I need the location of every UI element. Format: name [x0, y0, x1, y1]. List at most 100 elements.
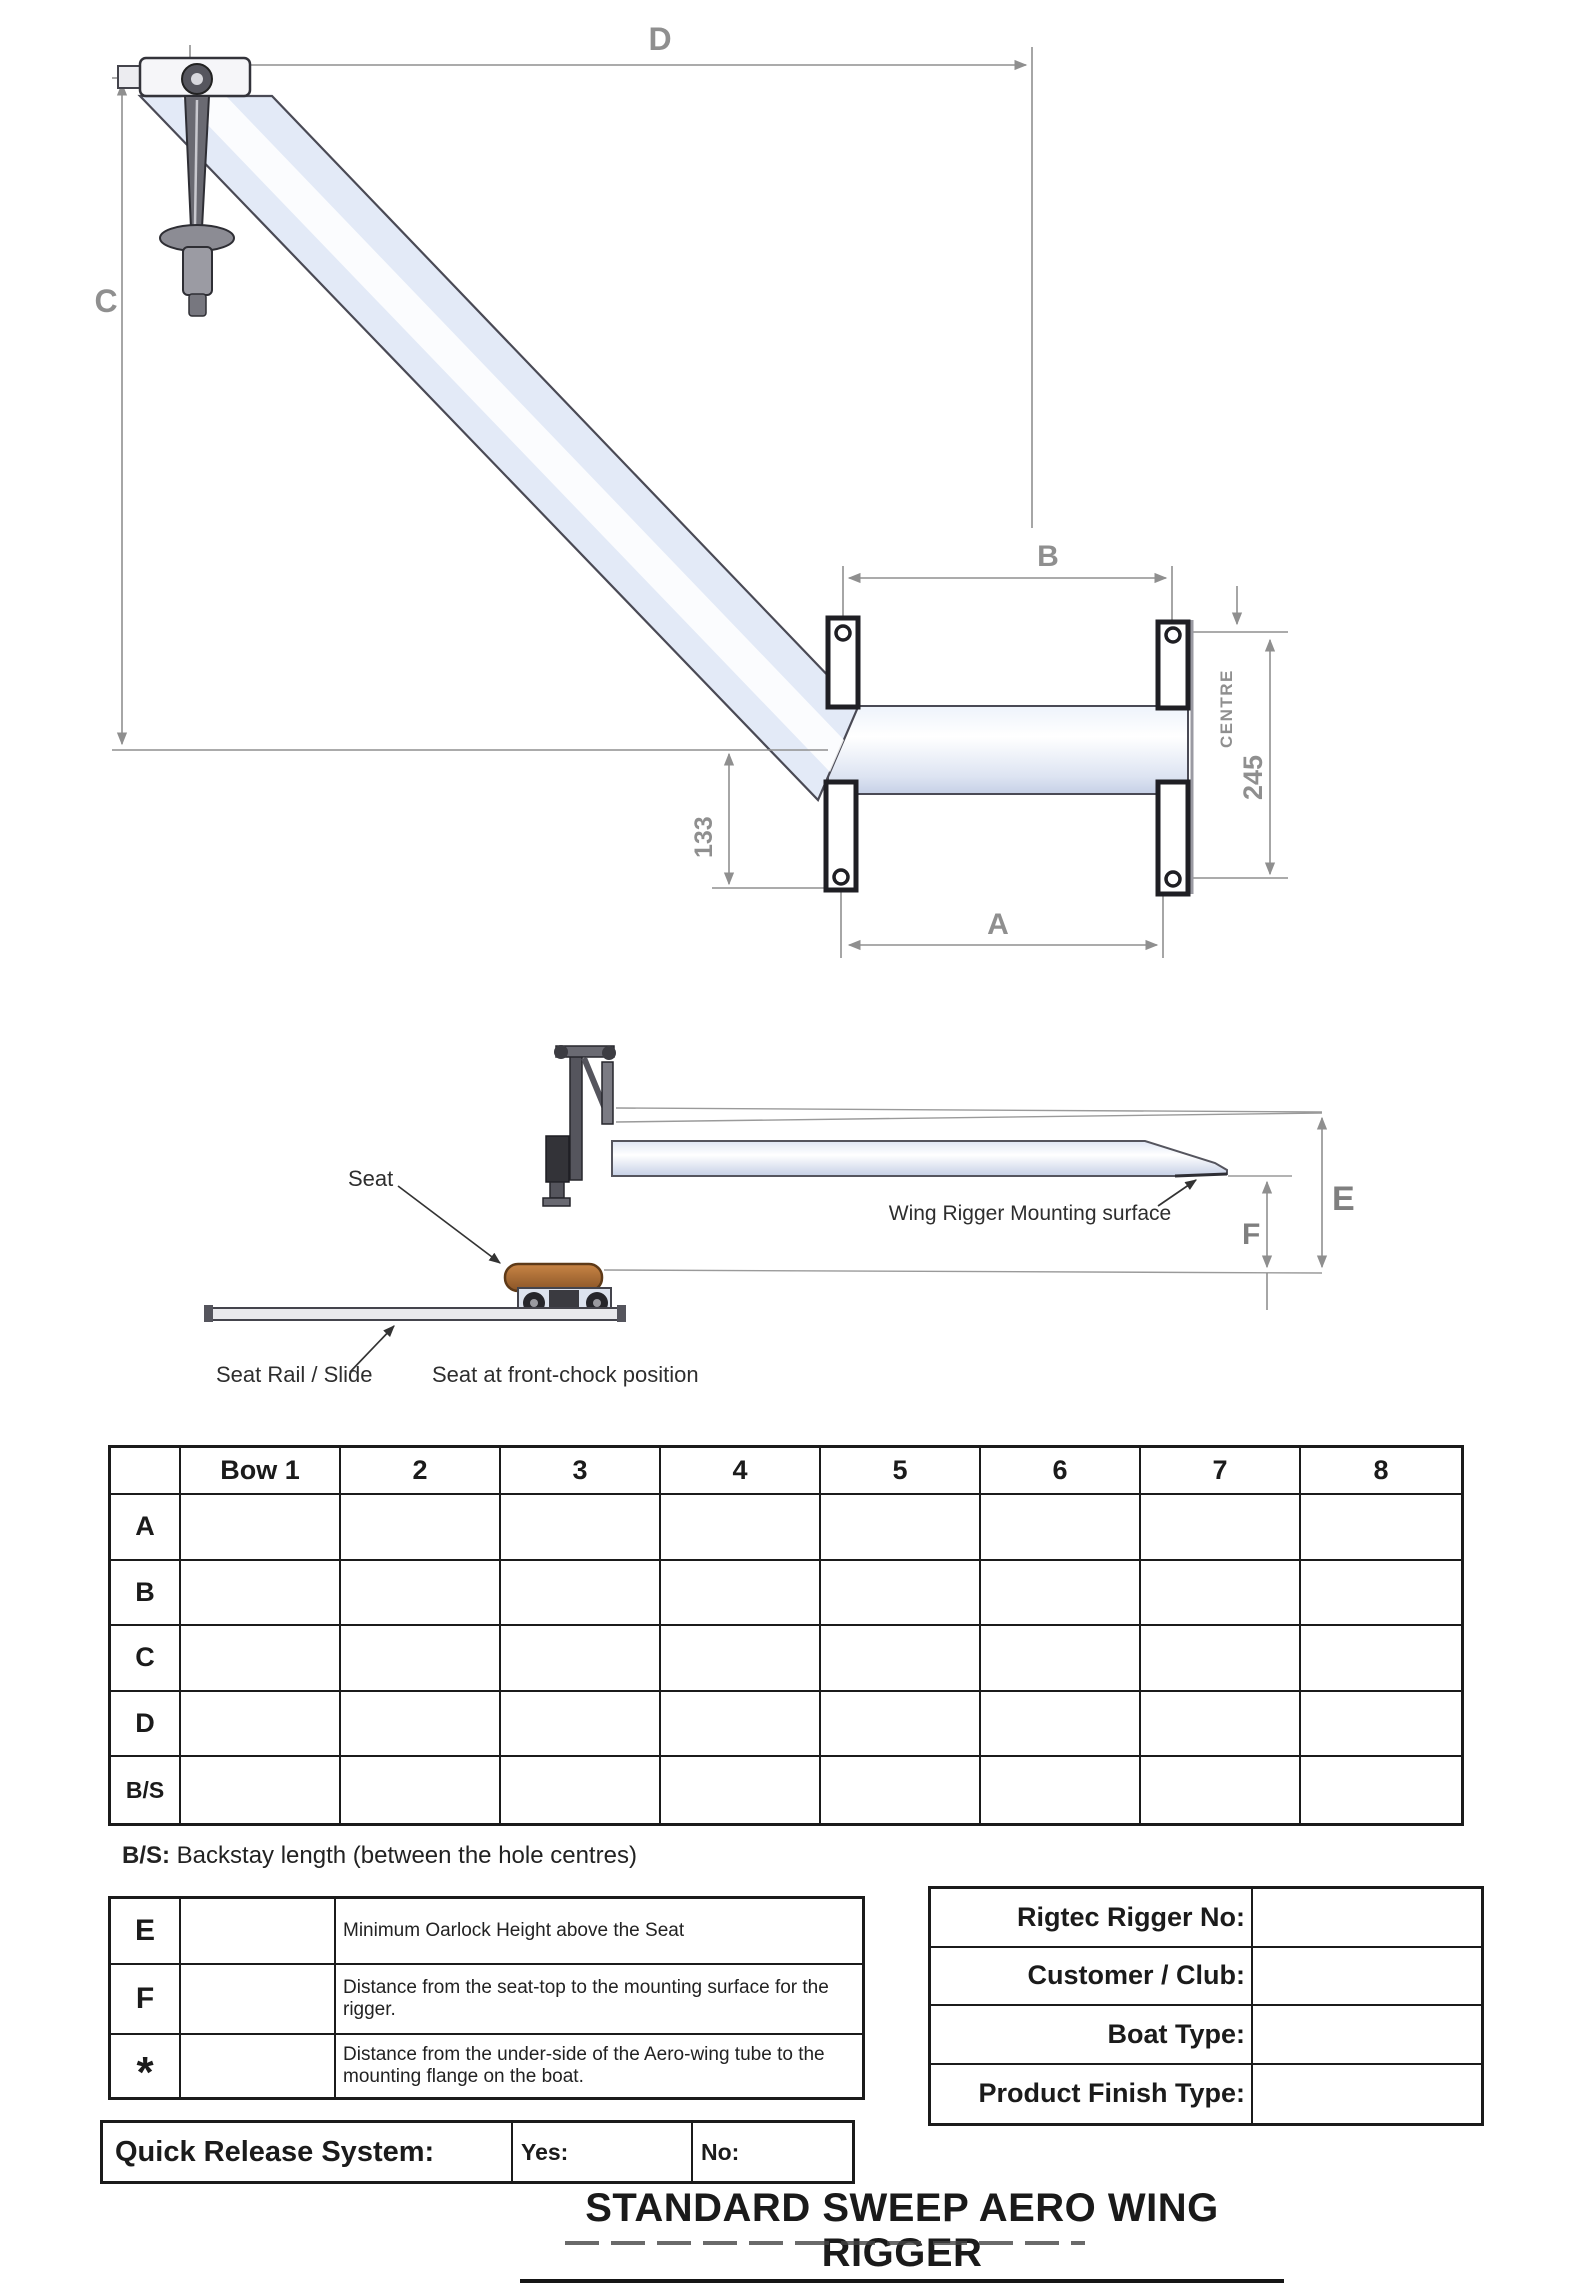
measurement-cell[interactable]	[661, 1560, 821, 1627]
measurement-cell[interactable]	[661, 1691, 821, 1758]
dim-e-label: E	[1332, 1180, 1355, 1218]
rigger-front-view-drawing: D C B A 133 245 CENTRE	[94, 21, 1288, 958]
measurement-cell[interactable]	[1141, 1626, 1301, 1692]
cutoff-footer-text	[565, 2241, 1085, 2245]
measurement-cell[interactable]	[341, 1757, 501, 1823]
order-label-rigger-no: Rigtec Rigger No:	[931, 1889, 1253, 1948]
measurement-cell[interactable]	[501, 1691, 661, 1758]
order-value-cell[interactable]	[1253, 1889, 1481, 1948]
order-label-boat-type: Boat Type:	[931, 2006, 1253, 2065]
measurement-cell[interactable]	[821, 1495, 981, 1561]
measurement-cell[interactable]	[1141, 1757, 1301, 1823]
measurement-cell[interactable]	[341, 1691, 501, 1758]
measurement-cell[interactable]	[1301, 1626, 1461, 1692]
row-header-B: B	[111, 1560, 181, 1627]
col-header: 6	[981, 1448, 1141, 1495]
col-header: 4	[661, 1448, 821, 1495]
measurement-cell[interactable]	[181, 1560, 341, 1627]
dim-f-label: F	[1242, 1218, 1260, 1251]
no-label: No:	[701, 2138, 740, 2165]
order-form: Rigtec Rigger No: Customer / Club: Boat …	[928, 1886, 1484, 2126]
measurement-cell[interactable]	[981, 1757, 1141, 1823]
seat-rail	[209, 1307, 621, 1321]
dimension-lines	[112, 45, 1288, 958]
measurement-cell[interactable]	[981, 1626, 1141, 1692]
measurement-cell[interactable]	[821, 1560, 981, 1627]
spec-value-cell[interactable]	[181, 1899, 336, 1965]
measurement-cell[interactable]	[501, 1626, 661, 1692]
oarlock-assembly-side	[542, 1045, 616, 1207]
leader-lines	[349, 1179, 1197, 1373]
order-value-cell[interactable]	[1253, 1947, 1481, 2006]
aero-wing-tube	[137, 94, 860, 802]
measurement-cell[interactable]	[501, 1560, 661, 1627]
row-header-A: A	[111, 1495, 181, 1561]
row-header-D: D	[111, 1691, 181, 1758]
seat-rail-label: Seat Rail / Slide	[216, 1362, 373, 1387]
measurement-cell[interactable]	[661, 1495, 821, 1561]
measurement-cell[interactable]	[1141, 1560, 1301, 1627]
dimension-labels: D C B A 133 245 CENTRE	[94, 21, 1268, 941]
order-label-customer: Customer / Club:	[931, 1947, 1253, 2006]
oarlock-assembly	[117, 56, 252, 317]
measurement-cell[interactable]	[1141, 1691, 1301, 1758]
col-header: 5	[821, 1448, 981, 1495]
spec-value-cell[interactable]	[181, 2035, 336, 2097]
order-value-cell[interactable]	[1253, 2006, 1481, 2065]
measurement-table: Bow 1 2 3 4 5 6 7 8 A B C D B/S	[108, 1445, 1464, 1826]
measurement-cell[interactable]	[181, 1757, 341, 1823]
measurement-cell[interactable]	[341, 1495, 501, 1561]
measurement-cell[interactable]	[981, 1691, 1141, 1758]
measurement-cell[interactable]	[821, 1757, 981, 1823]
backstay-note-text: Backstay length (between the hole centre…	[170, 1842, 637, 1869]
measurement-cell[interactable]	[1141, 1495, 1301, 1561]
measurement-cell[interactable]	[501, 1495, 661, 1561]
measurement-cell[interactable]	[1301, 1691, 1461, 1758]
side-reference-lines	[603, 1107, 1323, 1274]
seat-pad	[503, 1262, 604, 1293]
measurement-cell[interactable]	[1301, 1757, 1461, 1823]
measurement-cell[interactable]	[981, 1560, 1141, 1627]
order-value-cell[interactable]	[1253, 2064, 1481, 2123]
col-header: 7	[1141, 1448, 1301, 1495]
dim-c-label: C	[94, 283, 117, 319]
measurement-cell[interactable]	[661, 1757, 821, 1823]
measurement-cell[interactable]	[661, 1626, 821, 1692]
quick-release-yes-cell[interactable]: Yes:	[513, 2123, 693, 2181]
side-labels: Seat Seat Rail / Slide Seat at front-cho…	[216, 1166, 1355, 1387]
seat-position-label: Seat at front-chock position	[432, 1362, 699, 1387]
spec-table: E Minimum Oarlock Height above the Seat …	[108, 1896, 865, 2100]
dim-133-label: 133	[690, 816, 718, 858]
measurement-cell[interactable]	[181, 1495, 341, 1561]
measurement-cell[interactable]	[1301, 1560, 1461, 1627]
dim-245-label: 245	[1238, 755, 1268, 800]
dim-a-label: A	[987, 908, 1009, 941]
measurement-cell[interactable]	[1301, 1495, 1461, 1561]
mounting-surface-label: Wing Rigger Mounting surface	[889, 1202, 1171, 1225]
measurement-cell[interactable]	[181, 1691, 341, 1758]
col-header: 2	[341, 1448, 501, 1495]
col-header: Bow 1	[181, 1448, 341, 1495]
spec-desc-asterisk: Distance from the under-side of the Aero…	[336, 2035, 862, 2097]
corner-cell	[111, 1448, 181, 1495]
quick-release-label: Quick Release System:	[103, 2123, 513, 2181]
wing-tube-side	[611, 1140, 1228, 1178]
measurement-cell[interactable]	[341, 1560, 501, 1627]
dim-d-label: D	[648, 21, 671, 57]
seat-label: Seat	[348, 1166, 393, 1191]
col-header: 8	[1301, 1448, 1461, 1495]
quick-release-row: Quick Release System: Yes: No:	[100, 2120, 855, 2184]
backstay-note: B/S: Backstay length (between the hole c…	[122, 1842, 637, 1870]
document-title: STANDARD SWEEP AERO WING RIGGER	[520, 2186, 1284, 2283]
measurement-cell[interactable]	[821, 1626, 981, 1692]
backstay-note-key: B/S:	[122, 1842, 170, 1869]
measurement-cell[interactable]	[501, 1757, 661, 1823]
measurement-cell[interactable]	[181, 1626, 341, 1692]
measurement-cell[interactable]	[981, 1495, 1141, 1561]
rigger-side-view-drawing: Seat Seat Rail / Slide Seat at front-cho…	[204, 1045, 1355, 1387]
measurement-cell[interactable]	[341, 1626, 501, 1692]
spec-value-cell[interactable]	[181, 1965, 336, 2035]
measurement-cell[interactable]	[821, 1691, 981, 1758]
quick-release-no-cell[interactable]: No:	[693, 2123, 852, 2181]
